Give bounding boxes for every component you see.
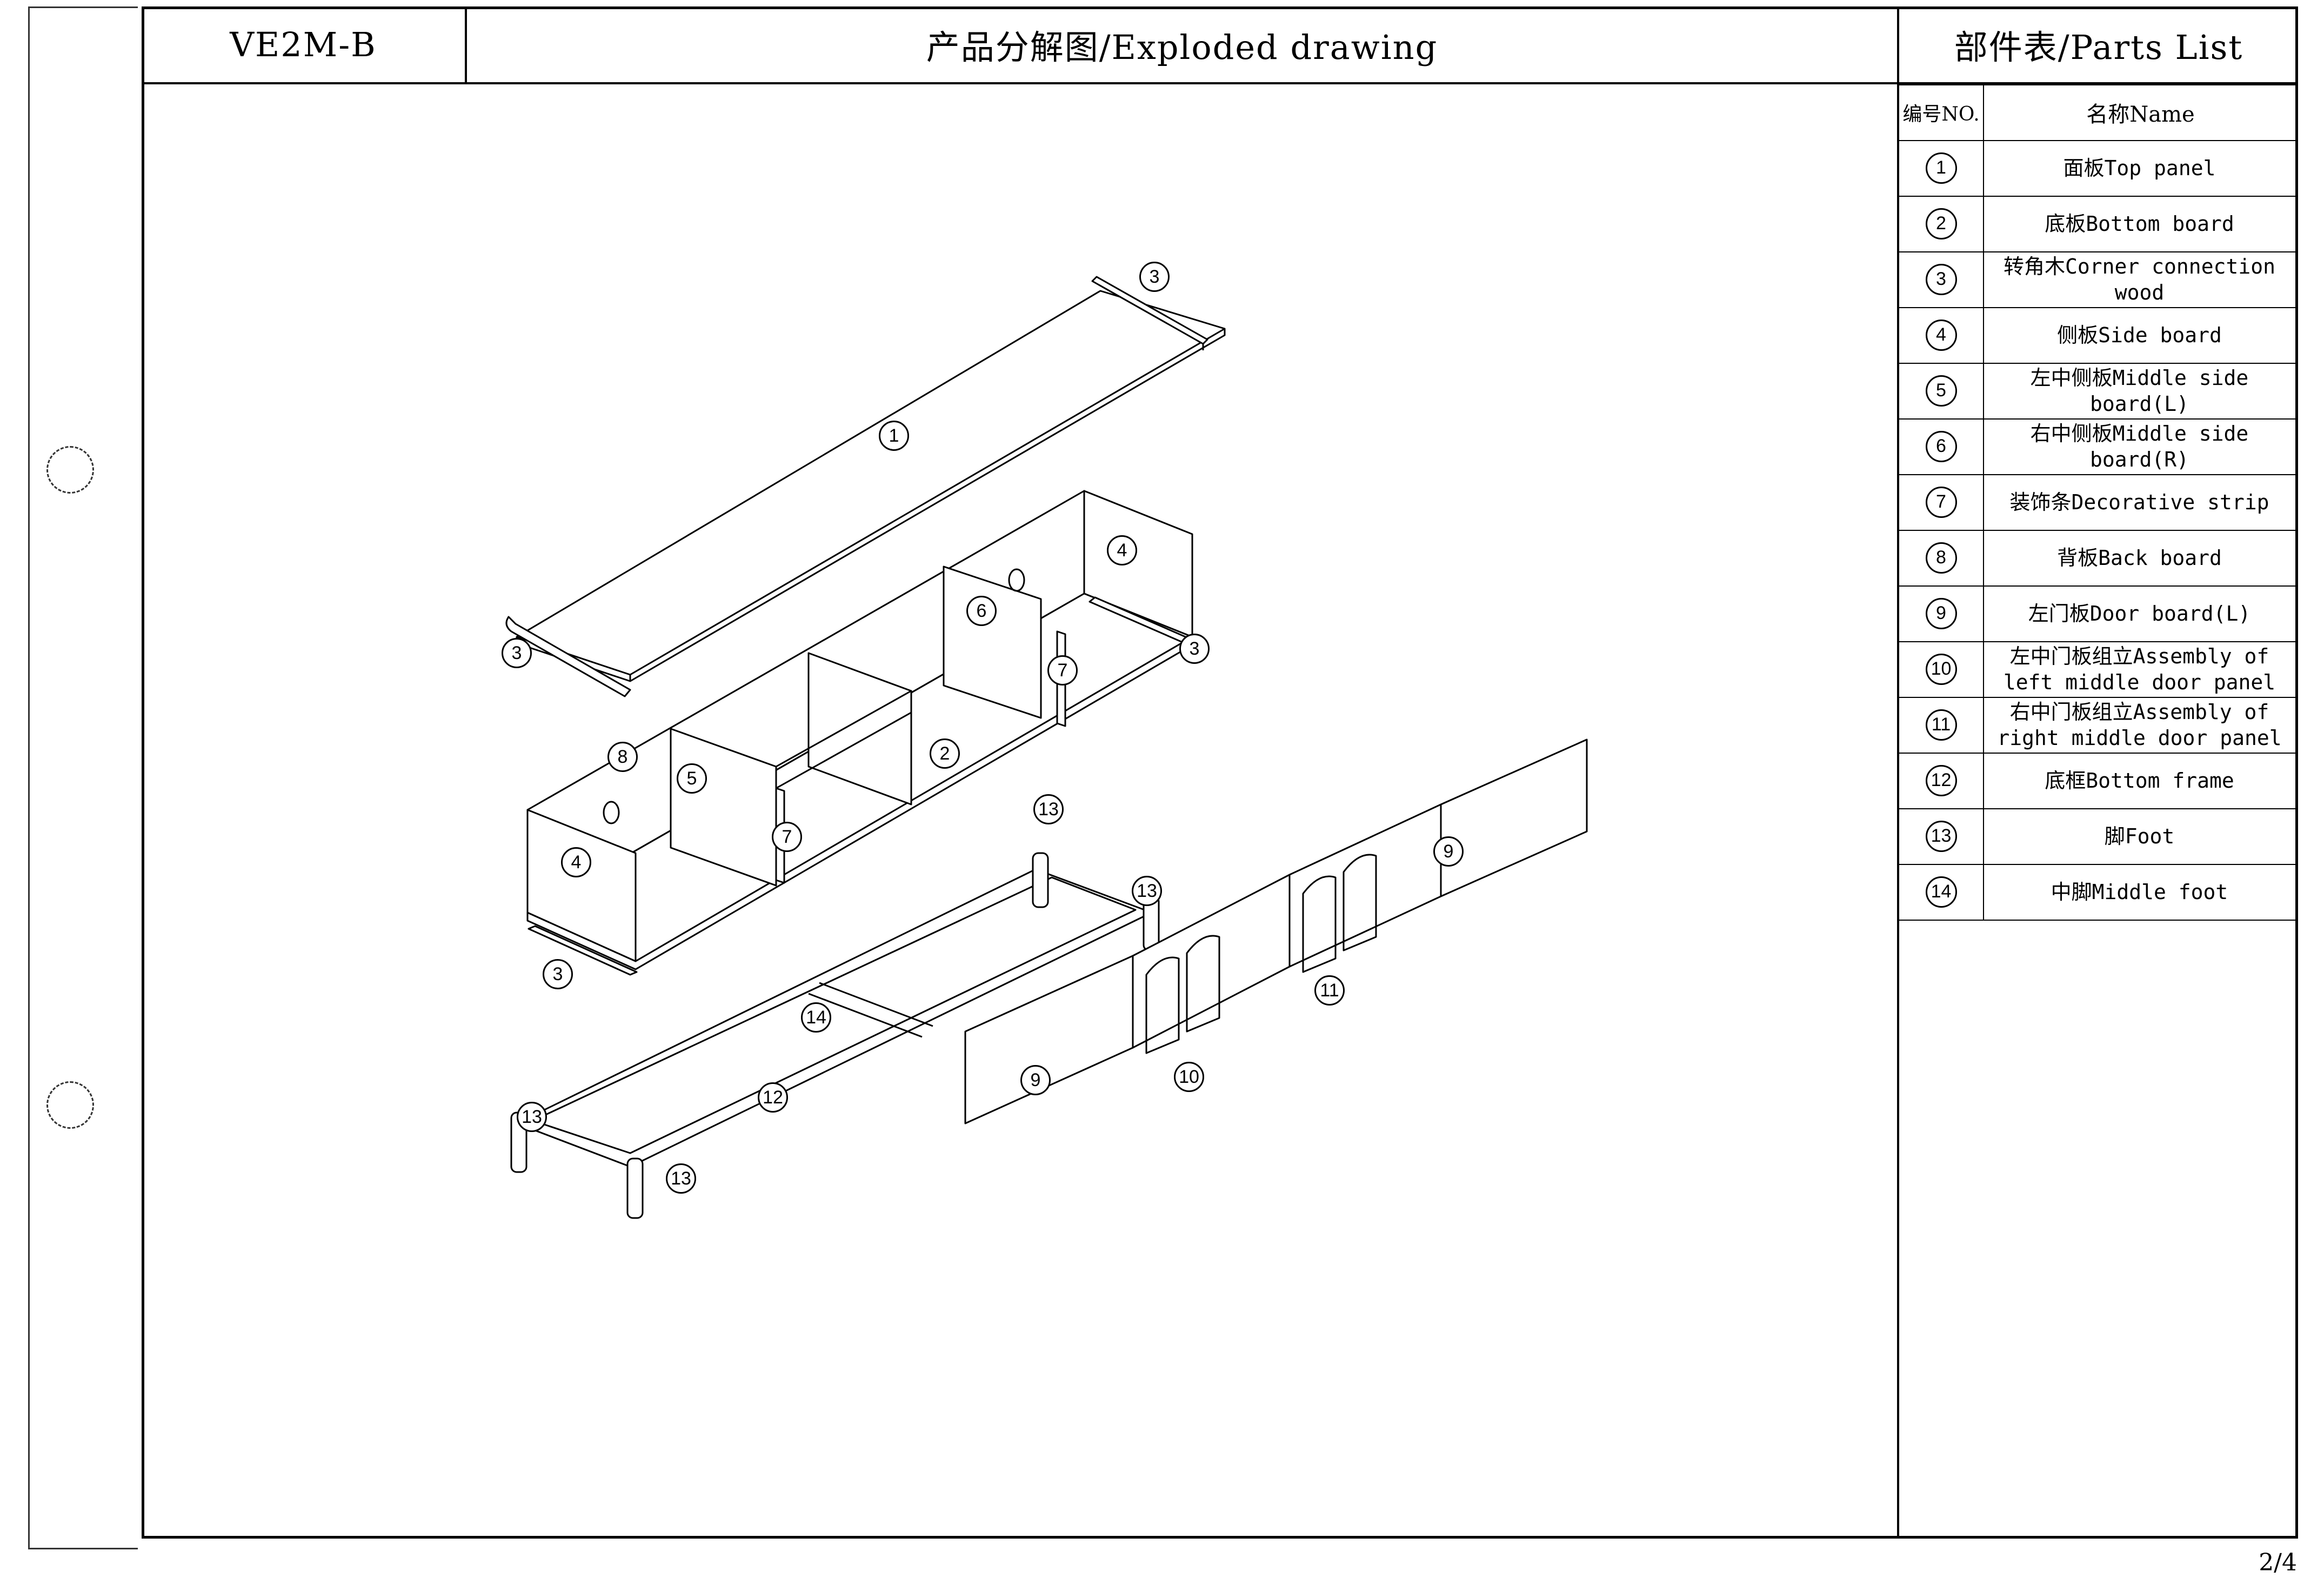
part-callout: 1 xyxy=(879,421,909,451)
part-number-badge: 5 xyxy=(1925,375,1957,407)
table-row-line xyxy=(1899,363,2296,364)
part-callout: 2 xyxy=(930,738,960,769)
part-name: 左中门板组立Assembly of left middle door panel xyxy=(2003,644,2276,694)
table-row-line xyxy=(1899,864,2296,865)
part-callout: 9 xyxy=(1020,1065,1051,1095)
part-callout: 14 xyxy=(801,1002,831,1033)
page-number: 2/4 xyxy=(2259,1549,2297,1576)
table-divider xyxy=(1983,84,1984,920)
parts-column-divider xyxy=(1897,6,1899,1539)
part-callout: 4 xyxy=(561,847,591,877)
part-callout: 8 xyxy=(607,742,638,772)
part-name: 面板Top panel xyxy=(2063,156,2216,180)
part-number-badge: 2 xyxy=(1925,208,1957,239)
part-callout: 10 xyxy=(1174,1062,1204,1092)
part-number-badge: 12 xyxy=(1925,764,1957,796)
part-name: 左门板Door board(L) xyxy=(2028,601,2251,625)
table-row-line xyxy=(1899,585,2296,587)
part-callout: 4 xyxy=(1107,535,1137,565)
part-callout: 7 xyxy=(1047,655,1078,685)
header-divider xyxy=(142,82,2298,84)
part-callout: 13 xyxy=(1033,794,1064,824)
part-name: 右中门板组立Assembly of right middle door pane… xyxy=(1997,700,2282,750)
table-row-line xyxy=(1899,418,2296,420)
col-header-no: 编号NO. xyxy=(1902,103,1980,125)
table-row-line xyxy=(1899,808,2296,809)
part-callout: 3 xyxy=(1179,634,1210,664)
part-number-badge: 8 xyxy=(1925,542,1957,574)
table-row-line xyxy=(1899,753,2296,754)
part-number-badge: 14 xyxy=(1925,876,1957,908)
part-name: 转角木Corner connection wood xyxy=(2004,254,2275,304)
part-callout: 11 xyxy=(1314,975,1345,1006)
punch-hole xyxy=(46,1081,94,1129)
part-callout: 7 xyxy=(772,822,802,852)
part-callout: 12 xyxy=(758,1082,788,1113)
part-number-badge: 10 xyxy=(1925,653,1957,685)
part-name: 背板Back board xyxy=(2057,545,2222,570)
part-callout: 3 xyxy=(543,959,573,989)
exploded-drawing xyxy=(505,276,1588,1219)
table-row-line xyxy=(1899,251,2296,252)
part-name: 中脚Middle foot xyxy=(2051,880,2228,904)
part-number-badge: 9 xyxy=(1925,597,1957,629)
part-number-badge: 13 xyxy=(1925,820,1957,852)
table-row-line xyxy=(1899,307,2296,308)
punch-hole xyxy=(46,446,94,494)
table-row-line xyxy=(1899,84,2296,85)
table-row-line xyxy=(1899,641,2296,642)
part-number-badge: 11 xyxy=(1925,709,1957,741)
parts-list-title: 部件表/Parts List xyxy=(1954,28,2243,67)
table-row-line xyxy=(1899,196,2296,197)
table-row-line xyxy=(1899,530,2296,531)
part-name: 侧板Side board xyxy=(2057,323,2222,347)
part-number-badge: 3 xyxy=(1925,263,1957,295)
table-row-line xyxy=(1899,140,2296,141)
page-title: 产品分解图/Exploded drawing xyxy=(926,28,1438,67)
part-name: 底框Bottom frame xyxy=(2045,768,2234,793)
part-callout: 6 xyxy=(966,596,997,626)
binder-margin xyxy=(28,6,138,1549)
part-callout: 13 xyxy=(517,1102,547,1132)
part-number-badge: 4 xyxy=(1925,319,1957,351)
part-callout: 13 xyxy=(666,1163,696,1194)
part-name: 脚Foot xyxy=(2104,824,2175,848)
table-row-line xyxy=(1899,697,2296,698)
col-header-name: 名称Name xyxy=(2086,102,2195,127)
model-code: VE2M-B xyxy=(230,24,377,64)
part-callout: 9 xyxy=(1433,836,1464,867)
table-row-line xyxy=(1899,474,2296,475)
part-callout: 5 xyxy=(677,763,707,794)
part-callout: 3 xyxy=(502,638,532,668)
part-number-badge: 6 xyxy=(1925,430,1957,462)
part-number-badge: 1 xyxy=(1925,152,1957,184)
drawing-frame xyxy=(142,6,2298,1539)
part-name: 装饰条Decorative strip xyxy=(2009,490,2269,514)
part-number-badge: 7 xyxy=(1925,486,1957,518)
part-name: 右中侧板Middle side board(R) xyxy=(2030,421,2249,471)
part-callout: 3 xyxy=(1139,262,1170,292)
table-row-line xyxy=(1899,920,2296,921)
part-callout: 13 xyxy=(1132,876,1162,906)
part-name: 左中侧板Middle side board(L) xyxy=(2030,365,2249,416)
header-divider-1 xyxy=(465,6,467,83)
part-name: 底板Bottom board xyxy=(2045,211,2234,236)
